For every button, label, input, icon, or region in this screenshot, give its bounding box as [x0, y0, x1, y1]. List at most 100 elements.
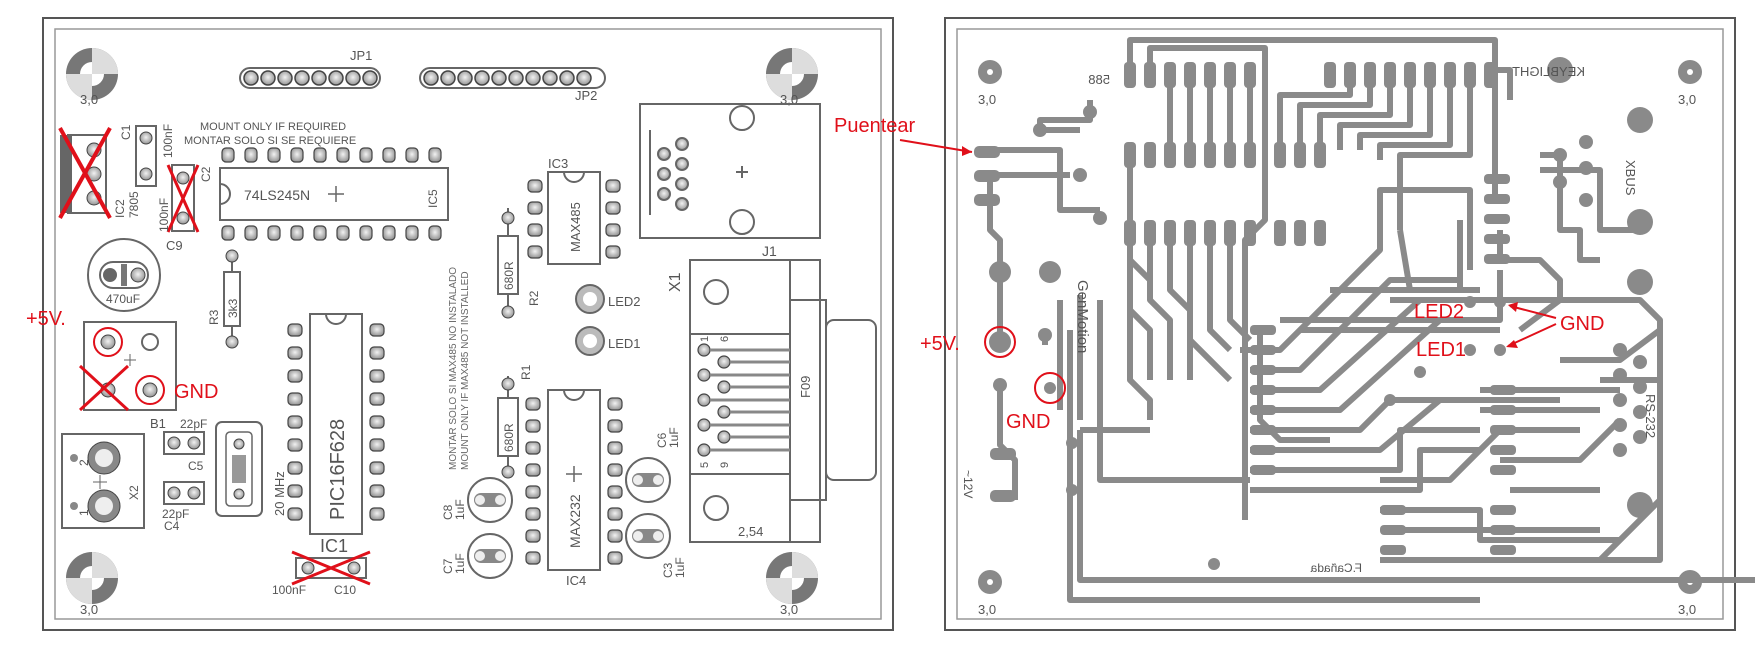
- capacitor-470uf: [87, 238, 161, 312]
- r2-value: 680R: [502, 261, 516, 290]
- r2-label: R2: [527, 290, 541, 306]
- crystal-value: 20 MHz: [272, 471, 287, 516]
- annot-arrow: [1509, 305, 1557, 319]
- c6-value: 1uF: [667, 427, 681, 448]
- mounting-hole-icon: [766, 552, 818, 604]
- terminal-b1: [78, 321, 177, 412]
- mounting-hole-icon: [1678, 60, 1702, 84]
- c470-value: 470uF: [106, 292, 140, 306]
- c2-label: C2: [199, 166, 213, 182]
- r3-value: 3k3: [226, 298, 240, 318]
- v12-text: ~12V: [961, 470, 975, 498]
- led1-label: LED1: [608, 336, 641, 351]
- mounting-hole-icon: [66, 48, 118, 100]
- led2: [575, 284, 605, 314]
- ic4-part: MAX232: [567, 494, 583, 548]
- text-588: 588: [1088, 72, 1110, 87]
- annot-puentear: Puentear: [834, 115, 916, 137]
- ic4-label: IC4: [566, 573, 586, 588]
- copper-side-board: 3,0 3,0 3,0 3,0: [834, 17, 1755, 631]
- annot-gnd-right: GND: [1560, 313, 1604, 335]
- hole-size-label: 3,0: [978, 92, 996, 107]
- ic5-label: IC5: [426, 189, 440, 208]
- c5-value: 22pF: [180, 417, 207, 431]
- x2-pin-2: 2: [77, 459, 91, 466]
- max485-note-en: MOUNT ONLY IF MAX485 NOT INSTALLED: [460, 271, 471, 470]
- resistor-r1: [497, 376, 519, 479]
- ic2-part: 7805: [127, 191, 141, 218]
- c7-label: C7: [441, 558, 455, 574]
- hole-size-label: 3,0: [1678, 602, 1696, 617]
- resistor-r2: [497, 208, 519, 319]
- db9-pin5: 5: [699, 462, 711, 468]
- capacitor-c6: [625, 457, 671, 503]
- rj-connector: [639, 103, 821, 239]
- c7-value: 1uF: [453, 553, 467, 574]
- xbus-text: XBUS: [1623, 160, 1638, 196]
- annot-5v-left: +5V.: [26, 308, 66, 330]
- x2-label: X2: [127, 485, 141, 500]
- hole-size-label: 3,0: [978, 602, 996, 617]
- crystal: [215, 421, 263, 517]
- capacitor-c2: [166, 164, 200, 233]
- ic2-label: IC2: [113, 199, 127, 218]
- ic3-part: MAX485: [568, 202, 583, 252]
- capacitor-c10: [291, 550, 371, 586]
- annot-led1: LED1: [1416, 339, 1466, 361]
- c3-value: 1uF: [673, 557, 687, 578]
- led2-label: LED2: [608, 294, 641, 309]
- hole-size-label: 3,0: [780, 602, 798, 617]
- c3-label: C3: [661, 562, 675, 578]
- r1-value: 680R: [502, 423, 516, 452]
- db9-connector: [689, 259, 877, 543]
- annot-5v-right: +5V.: [920, 333, 960, 355]
- c10-value: 100nF: [272, 583, 306, 597]
- keyblight-text: KEYBLIGHT: [1512, 64, 1585, 79]
- db9-pin1: 1: [699, 336, 711, 342]
- db9-pin6: 6: [719, 336, 731, 342]
- db9-pins: [697, 343, 731, 457]
- ic5-chip: [219, 147, 449, 241]
- resistor-r3: [223, 249, 241, 349]
- annot-circle: [1034, 372, 1066, 404]
- c1-label: C1: [119, 124, 133, 140]
- capacitor-c3: [625, 513, 671, 559]
- c8-label: C8: [441, 504, 455, 520]
- capacitor-c1: [135, 125, 157, 187]
- mounting-hole-icon: [978, 60, 1002, 84]
- c1-value: 100nF: [161, 124, 175, 158]
- capacitor-c4: [163, 481, 205, 505]
- c4-label: C4: [164, 519, 180, 533]
- ic5-part: 74LS245N: [244, 187, 310, 203]
- c4-value: 22pF: [162, 507, 189, 521]
- r3-label: R3: [207, 309, 221, 325]
- copper-pad: [1044, 382, 1056, 394]
- pic-part: PIC16F628: [327, 419, 349, 520]
- mounting-hole-icon: [66, 552, 118, 604]
- header-jp2: [419, 67, 606, 89]
- c6-label: C6: [655, 432, 669, 448]
- component-side-board: 3,0 3,0 3,0 3,0 JP1 JP2: [26, 17, 894, 631]
- annot-gnd-right-bottom: GND: [1006, 411, 1050, 433]
- led1: [575, 326, 605, 356]
- annot-arrow: [1507, 323, 1557, 347]
- mount-note-es: MONTAR SOLO SI SE REQUIERE: [184, 135, 356, 147]
- annot-led2: LED2: [1414, 301, 1464, 323]
- arrow-icon: [962, 146, 972, 156]
- j1-label: J1: [762, 243, 777, 259]
- arrow-icon: [1508, 302, 1518, 312]
- pitch-label: 2,54: [738, 524, 763, 539]
- mounting-hole-icon: [978, 570, 1002, 594]
- capacitor-c5: [163, 431, 205, 455]
- hole-size-label: 3,0: [1678, 92, 1696, 107]
- c9-label: C9: [166, 238, 183, 253]
- mount-note-en: MOUNT ONLY IF REQUIRED: [200, 121, 346, 133]
- hole-size-label: 3,0: [80, 602, 98, 617]
- pic-microcontroller: [287, 313, 385, 535]
- db9-traces: [710, 348, 790, 452]
- r1-label: R1: [519, 364, 533, 380]
- terminal-x2: [61, 433, 145, 529]
- max485-note-es: MONTAR SOLO SI MAX485 NO INSTALADO: [448, 267, 459, 470]
- annot-arrow: [899, 139, 973, 153]
